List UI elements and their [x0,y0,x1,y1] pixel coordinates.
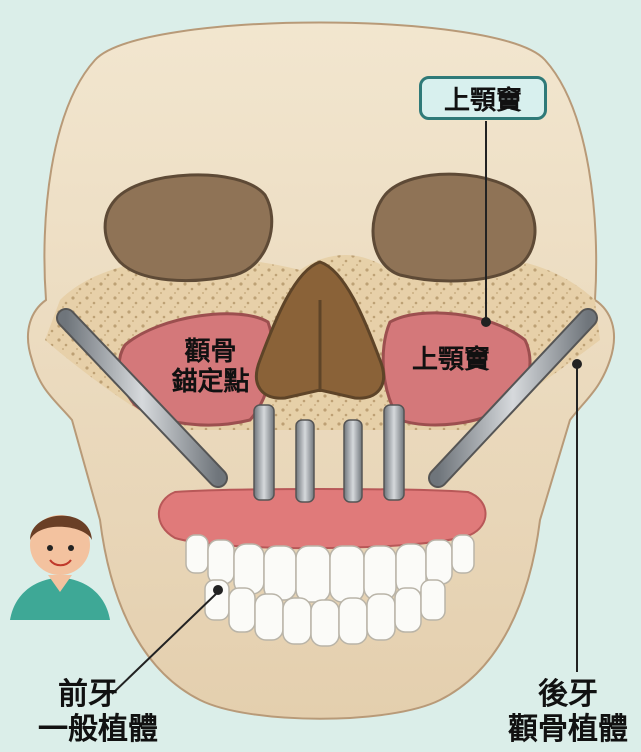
back-teeth-label: 後牙 顴骨植體 [508,678,628,747]
zygoma-anchor-line2: 錨定點 [158,368,263,398]
back-teeth-line1: 後牙 [508,678,628,713]
front-teeth-label: 前牙 一般植體 [38,678,158,747]
zygoma-anchor-line1: 顴骨 [158,338,263,368]
left-eye-socket [105,175,272,281]
front-teeth-line1: 前牙 [38,678,158,713]
front-teeth-line2: 一般植體 [38,713,158,748]
sinus-inner-label: 上顎竇 [412,346,490,376]
sinus-tag-label: 上顎竇 [419,76,547,120]
zygoma-anchor-label: 顴骨 錨定點 [158,338,263,398]
right-eye-socket [373,174,535,281]
back-teeth-line2: 顴骨植體 [508,713,628,748]
patient-avatar-icon [10,515,110,620]
